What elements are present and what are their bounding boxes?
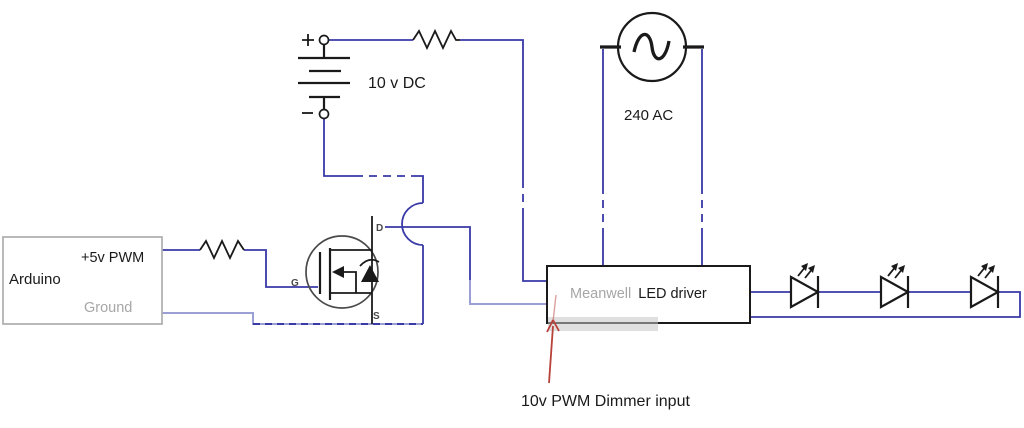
- plus-sign: [302, 34, 314, 46]
- wire-dc-positive: [329, 39, 547, 282]
- arduino-ground-pin-label: Ground: [84, 300, 132, 316]
- wire-dc-negative: [323, 119, 424, 324]
- watermark-smudge: [548, 317, 658, 331]
- led-3: [969, 263, 1001, 309]
- battery-negative-terminal: [318, 108, 330, 120]
- wire-led-loop: [750, 291, 1021, 318]
- sine-wave-icon: [632, 32, 671, 61]
- battery-symbol: [298, 34, 350, 120]
- ac-source-symbol: [600, 11, 704, 83]
- wire-crossover-hop: [401, 202, 424, 246]
- mosfet-drain-label: D: [376, 223, 383, 234]
- arduino-label: Arduino: [9, 271, 61, 288]
- arduino-box: Arduino +5v PWM Ground: [2, 236, 163, 325]
- led-driver-box: Meanwell LED driver: [546, 265, 751, 331]
- wire-drain-to-driver: [385, 226, 547, 305]
- annotation-arrow: [546, 294, 560, 384]
- mosfet-body-stub: [344, 271, 357, 293]
- mosfet-arrow: [332, 266, 344, 278]
- led-driver-label: Meanwell LED driver: [570, 286, 707, 302]
- wire-ground-bus: [162, 312, 423, 325]
- driver-brand-text: Meanwell: [570, 286, 631, 302]
- dc-source-label: 10 v DC: [368, 75, 426, 92]
- resistor-dc-supply: [412, 28, 460, 51]
- driver-type-text: LED driver: [638, 286, 707, 302]
- body-diode-cathode: [359, 258, 380, 267]
- led-1: [789, 263, 821, 309]
- led-2: [879, 263, 911, 309]
- resistor-gate: [199, 238, 245, 261]
- battery-positive-terminal: [318, 34, 330, 46]
- mosfet-source-label: S: [373, 311, 380, 322]
- body-diode: [361, 265, 379, 282]
- ac-source-circle: [616, 11, 688, 83]
- mosfet-symbol: D G S: [291, 216, 383, 324]
- dimmer-input-label: 10v PWM Dimmer input: [521, 393, 690, 410]
- mosfet-body-circle: [305, 235, 379, 309]
- wire-pwm-gate: [162, 249, 318, 288]
- arrowhead: [546, 319, 560, 333]
- mosfet-gate-label: G: [291, 278, 299, 289]
- arduino-pwm-pin-label: +5v PWM: [81, 250, 144, 266]
- ac-source-label: 240 AC: [624, 107, 673, 124]
